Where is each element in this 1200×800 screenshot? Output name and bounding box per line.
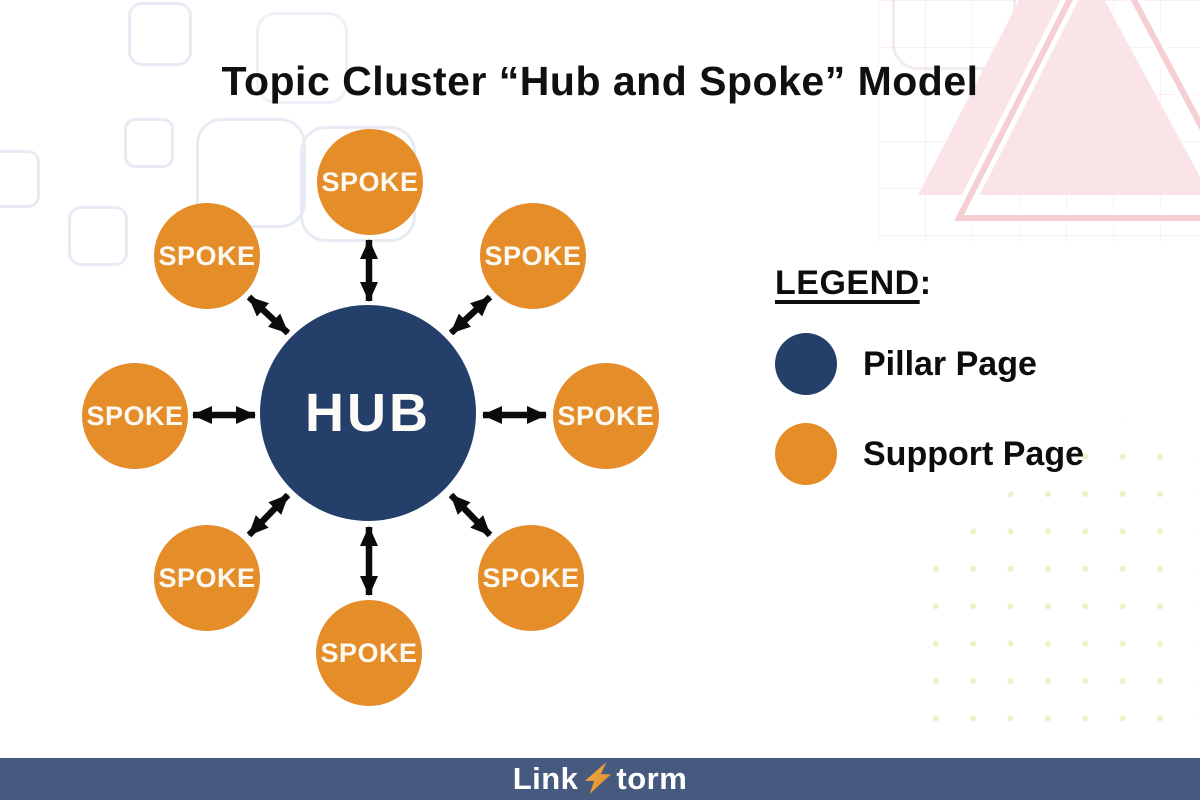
- decor-rounded-square: [124, 118, 174, 168]
- legend-title: LEGEND:: [775, 264, 1084, 303]
- spoke-node-right: SPOKE: [553, 363, 659, 469]
- hub-label: HUB: [305, 383, 431, 443]
- legend-title-colon: :: [919, 264, 932, 302]
- arrow-hub-top-right: [448, 294, 493, 336]
- spoke-label: SPOKE: [557, 400, 655, 431]
- spoke-node-bottom: SPOKE: [316, 600, 422, 706]
- decor-rounded-square: [256, 12, 348, 104]
- logo-text-link: Link: [512, 761, 579, 796]
- decor-rounded-square: [68, 206, 128, 266]
- linkstorm-logo: Link torm: [513, 761, 688, 797]
- spoke-label: SPOKE: [321, 166, 419, 197]
- legend: LEGEND: Pillar Page Support Page: [775, 264, 1084, 485]
- spoke-node-top-right: SPOKE: [480, 203, 586, 309]
- hub-node: HUB: [260, 305, 476, 521]
- legend-item-pillar-page: Pillar Page: [775, 333, 1084, 395]
- spoke-node-top: SPOKE: [317, 129, 423, 235]
- spoke-node-bottom-right: SPOKE: [478, 525, 584, 631]
- decor-rounded-square: [0, 150, 40, 208]
- lightning-bolt-s-icon: [585, 762, 612, 794]
- page-title: Topic Cluster “Hub and Spoke” Model: [221, 58, 979, 105]
- spoke-label: SPOKE: [158, 562, 256, 593]
- spoke-label: SPOKE: [320, 637, 418, 668]
- support-page-swatch: [775, 423, 837, 485]
- spoke-node-left: SPOKE: [82, 363, 188, 469]
- pillar-page-swatch: [775, 333, 837, 395]
- legend-title-text: LEGEND: [775, 264, 920, 302]
- arrow-hub-bottom-left: [246, 492, 291, 538]
- legend-item-support-page: Support Page: [775, 423, 1084, 485]
- arrow-hub-bottom-right: [448, 492, 493, 538]
- spoke-label: SPOKE: [482, 562, 580, 593]
- spoke-label: SPOKE: [86, 400, 184, 431]
- spoke-label: SPOKE: [158, 240, 256, 271]
- arrow-hub-top-left: [246, 294, 291, 336]
- logo-text-torm: torm: [616, 761, 688, 796]
- spoke-label: SPOKE: [484, 240, 582, 271]
- spoke-node-top-left: SPOKE: [154, 203, 260, 309]
- decor-rounded-square: [128, 2, 192, 66]
- spoke-node-bottom-left: SPOKE: [154, 525, 260, 631]
- legend-label: Pillar Page: [863, 344, 1037, 383]
- legend-label: Support Page: [863, 434, 1085, 473]
- footer-bar: Link torm: [0, 758, 1200, 800]
